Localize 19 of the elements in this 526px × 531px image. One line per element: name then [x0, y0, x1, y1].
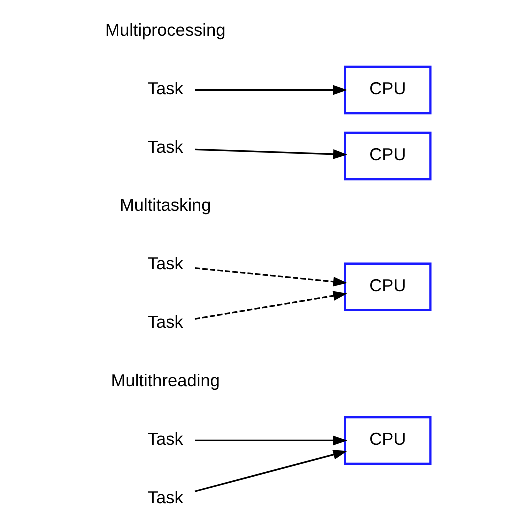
arrow	[195, 85, 348, 96]
arrow	[194, 267, 348, 287]
label: Multithreading	[111, 370, 220, 390]
node-text: Task	[148, 428, 184, 449]
node-text: Task	[148, 78, 184, 98]
node-box: CPU	[344, 416, 432, 466]
node-box: CPU	[344, 132, 432, 181]
arrow	[195, 436, 348, 446]
arrow	[195, 148, 348, 160]
node-text: Task	[148, 487, 184, 508]
node-text: Task	[148, 254, 184, 274]
arrow	[194, 291, 348, 320]
arrow	[194, 450, 348, 492]
node-text: Task	[148, 136, 184, 157]
label: Multiprocessing	[106, 20, 226, 40]
node-box: CPU	[344, 262, 432, 312]
node-text: Task	[148, 312, 184, 332]
node-box: CPU	[344, 66, 432, 115]
label: Multitasking	[120, 195, 212, 216]
